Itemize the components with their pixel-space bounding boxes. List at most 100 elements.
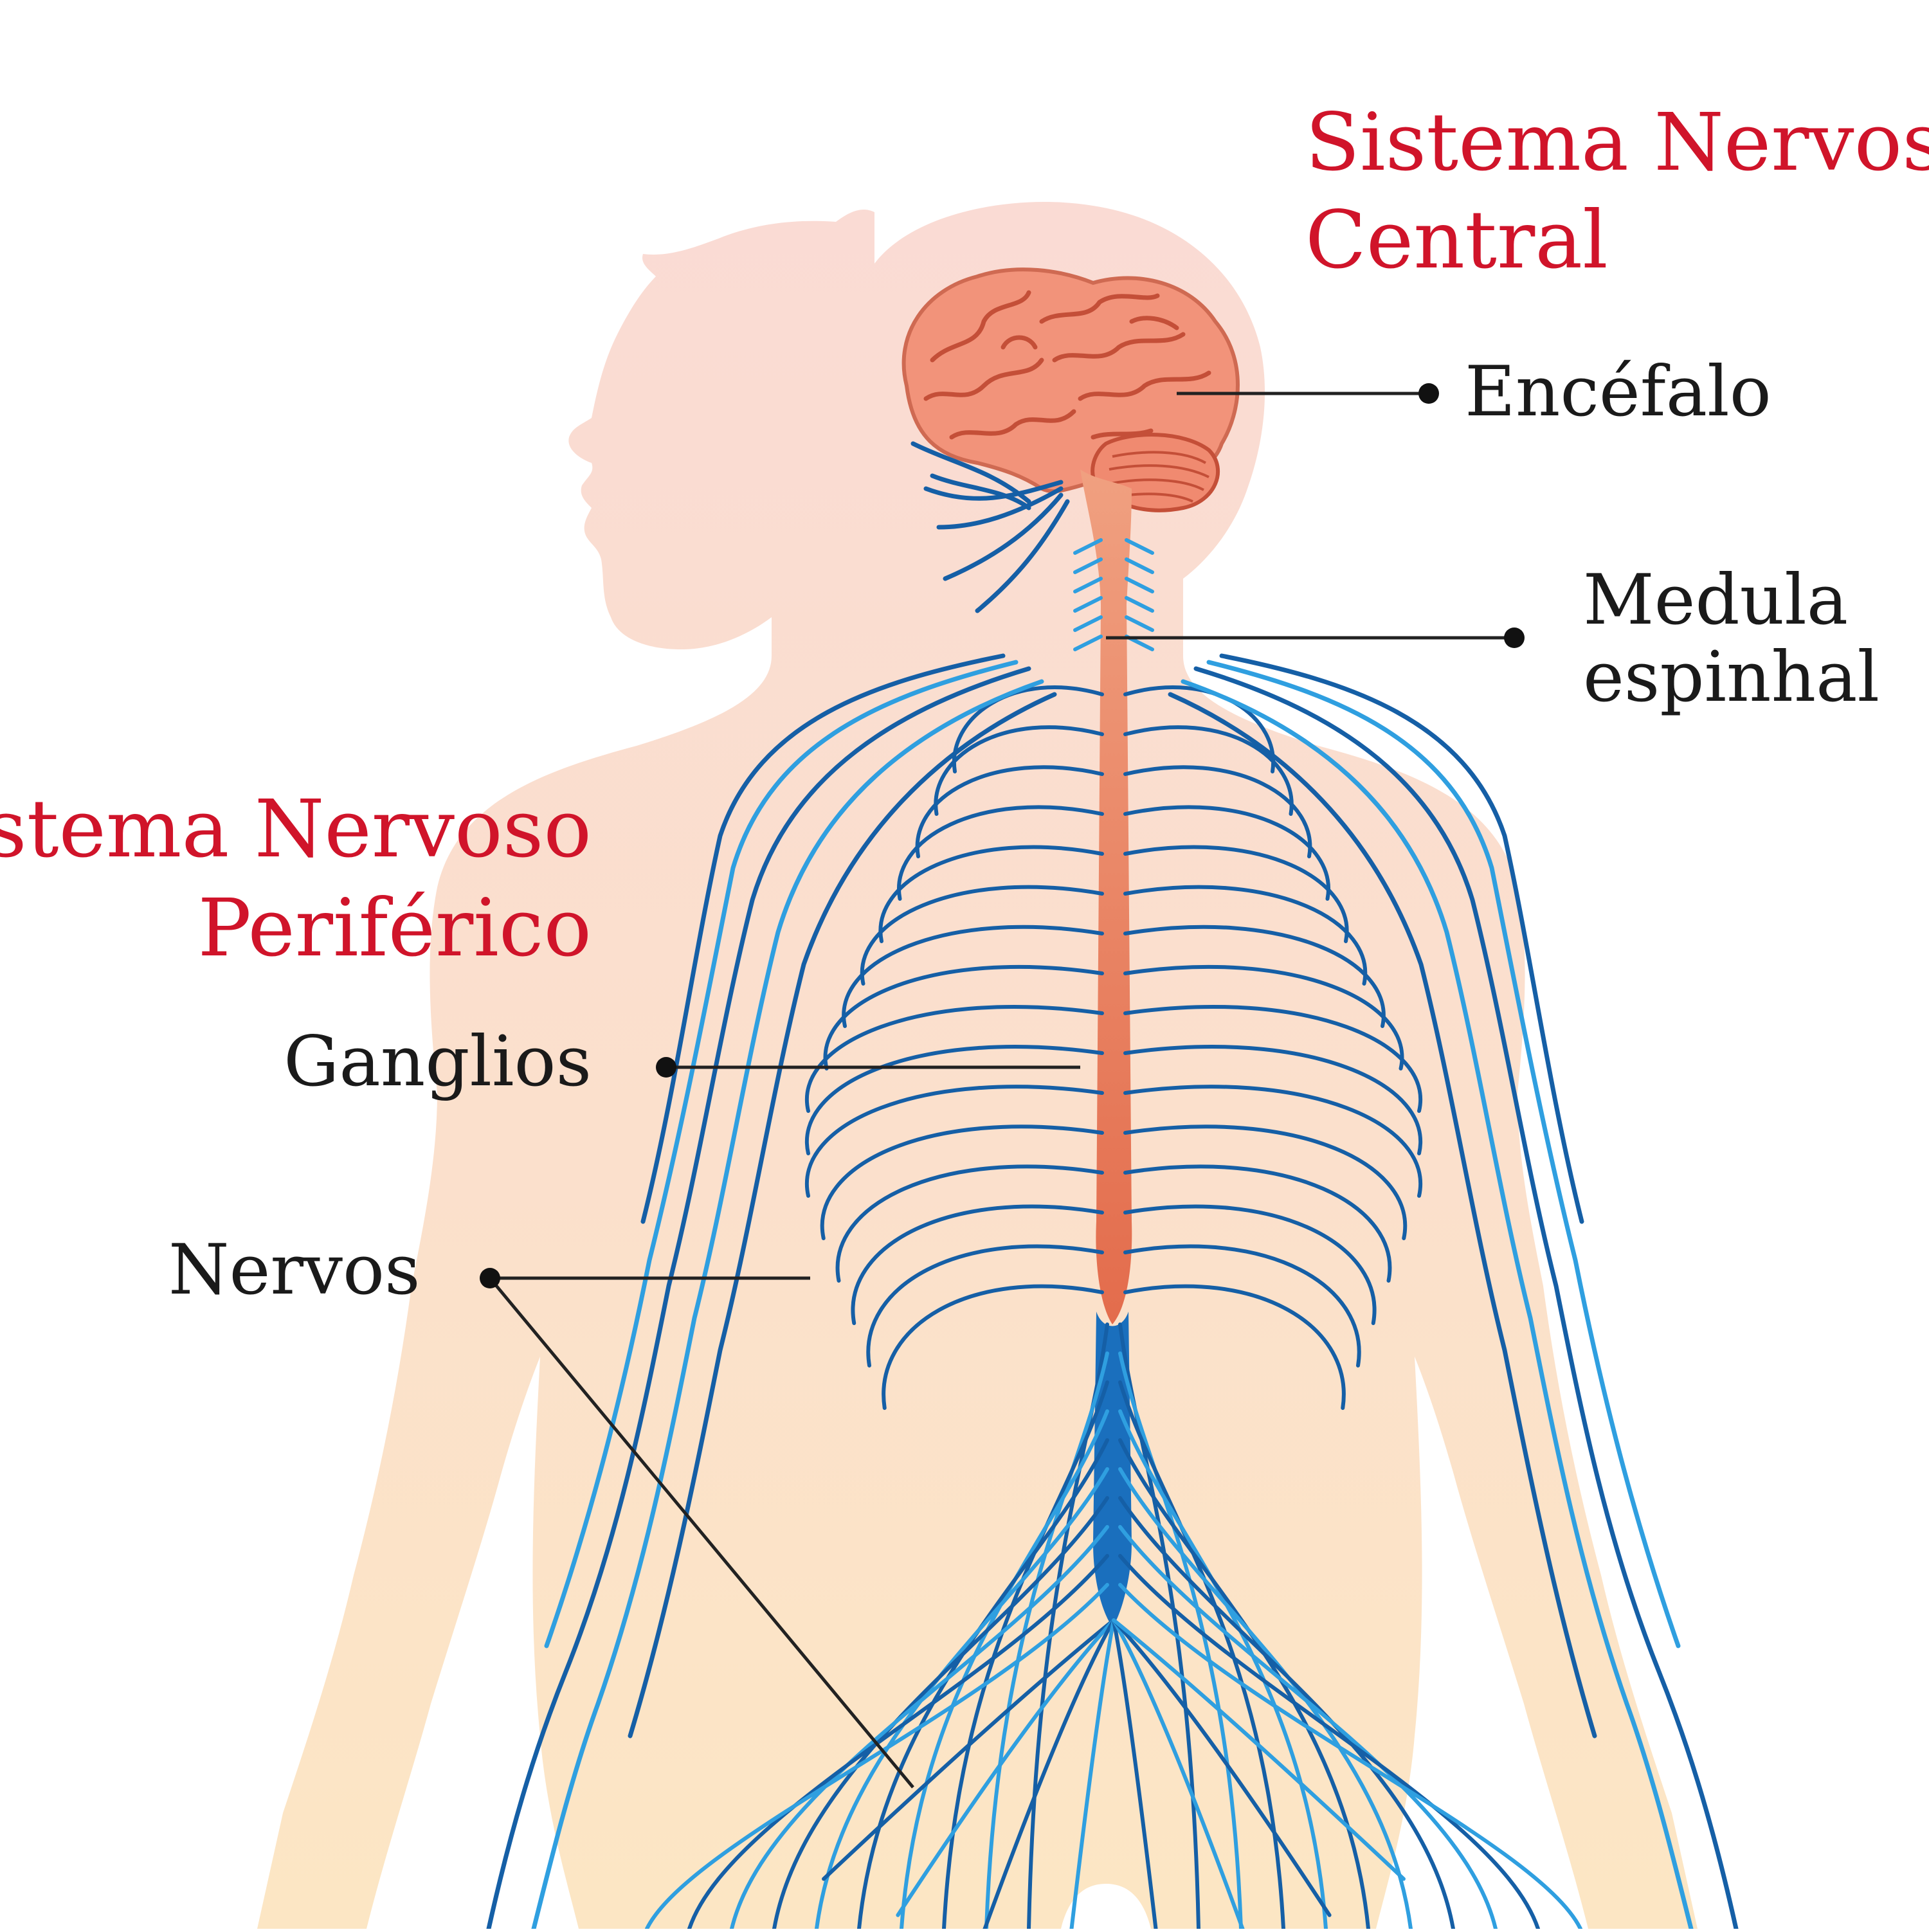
dot-nervos bbox=[480, 1268, 500, 1288]
sacral-nerve bbox=[981, 1618, 1116, 1932]
intercostal-nerve-left bbox=[897, 805, 1104, 901]
body-silhouette bbox=[257, 202, 1698, 1929]
cervical-branch-right bbox=[1125, 538, 1154, 555]
arm-nerve-left bbox=[531, 679, 1044, 1931]
leader-dots bbox=[480, 383, 1525, 1288]
dot-medula bbox=[1504, 627, 1525, 648]
lumbar-nerve-right bbox=[1118, 1409, 1328, 1931]
intercostal-nerve-right bbox=[1123, 1204, 1377, 1325]
cervical-branch-right bbox=[1125, 557, 1154, 574]
arm-nerve-left bbox=[640, 653, 1006, 1224]
sacral-nerve bbox=[822, 1618, 1116, 1881]
label-peripheral-line2: Periférico bbox=[197, 882, 592, 975]
intercostal-nerve-right bbox=[1123, 725, 1294, 816]
sacral-nerve bbox=[1112, 1618, 1406, 1881]
intercostal-nerve-left bbox=[805, 1005, 1104, 1113]
lumbar-nerve-left bbox=[772, 1496, 1109, 1931]
label-nervos: Nervos bbox=[168, 1230, 421, 1310]
intercostal-nerve-left bbox=[842, 925, 1104, 1028]
spinal-cord-icon bbox=[1080, 469, 1132, 1324]
intercostal-nerve-right bbox=[1123, 1085, 1422, 1198]
facial-nerve bbox=[975, 499, 1070, 613]
cervical-branch-left bbox=[1073, 596, 1103, 613]
lumbar-nerve-right bbox=[1118, 1496, 1455, 1931]
cervical-branch-left bbox=[1073, 615, 1103, 632]
arm-nerve-right bbox=[1219, 653, 1584, 1224]
lumbar-nerve-left bbox=[942, 1380, 1109, 1931]
label-medula-line1: Medula bbox=[1583, 560, 1849, 640]
intercostal-nerve-left bbox=[851, 1204, 1104, 1325]
intercostal-nerve-right bbox=[1123, 1005, 1422, 1113]
intercostal-nerve-right bbox=[1123, 1045, 1422, 1155]
intercostal-nerve-left bbox=[823, 964, 1104, 1070]
dot-encefalo bbox=[1418, 383, 1439, 404]
intercostal-nerve-right bbox=[1123, 885, 1368, 986]
label-ganglios: Ganglios bbox=[284, 1022, 592, 1102]
arm-nerve-left bbox=[544, 660, 1019, 1648]
lumbar-nerve-right bbox=[1118, 1525, 1498, 1931]
lumbar-nerve-right bbox=[1118, 1351, 1243, 1931]
facial-nerve bbox=[936, 486, 1064, 530]
sacral-nerve bbox=[1069, 1618, 1116, 1932]
arm-nerve-left bbox=[486, 666, 1031, 1931]
cervical-branch-left bbox=[1073, 635, 1103, 651]
cervical-branch-left bbox=[1073, 557, 1103, 574]
intercostal-nerve-left bbox=[934, 725, 1104, 816]
intercostal-nerve-right bbox=[1123, 1164, 1392, 1283]
lumbar-nerve-right bbox=[1118, 1554, 1540, 1931]
arm-nerve-right bbox=[1168, 692, 1597, 1738]
lumbar-nerve-right bbox=[1118, 1583, 1582, 1931]
intercostal-nerve-right bbox=[1123, 1284, 1346, 1410]
intercostal-nerve-left bbox=[860, 885, 1104, 986]
intercostal-nerve-left bbox=[882, 1284, 1104, 1410]
label-central-line1: Sistema Nervoso bbox=[1305, 96, 1929, 189]
sacral-nerve bbox=[896, 1618, 1116, 1917]
intercostal-nerve-right bbox=[1123, 1124, 1408, 1240]
intercostal-nerve-left bbox=[915, 765, 1104, 858]
facial-nerve bbox=[930, 473, 1031, 510]
dot-ganglios bbox=[656, 1057, 676, 1078]
lumbar-nerve-left bbox=[984, 1351, 1109, 1931]
arm-nerve-right bbox=[1193, 666, 1739, 1931]
lumbar-nerve-left bbox=[857, 1438, 1109, 1931]
intercostal-nerve-right bbox=[1123, 805, 1330, 901]
intercostal-nerve-left bbox=[866, 1244, 1104, 1368]
facial-nerve bbox=[943, 492, 1064, 581]
label-peripheral-line1: Sistema Nervoso bbox=[0, 783, 592, 876]
cervical-branch-right bbox=[1125, 615, 1154, 632]
arm-nerve-right bbox=[1206, 660, 1681, 1648]
intercostal-nerve-left bbox=[835, 1164, 1104, 1283]
intercostal-nerve-left bbox=[878, 845, 1104, 943]
intercostal-nerve-left bbox=[805, 1085, 1104, 1198]
sacral-nerve bbox=[1112, 1618, 1332, 1917]
sacral-nerve bbox=[1112, 1618, 1159, 1932]
intercostal-nerve-right bbox=[1123, 964, 1404, 1070]
facial-nerve bbox=[910, 441, 1031, 504]
intercostal-nerve-left bbox=[820, 1124, 1104, 1240]
label-medula-line2: espinhal bbox=[1583, 637, 1880, 718]
lumbar-nerve-left bbox=[645, 1583, 1109, 1931]
lumbar-nerve-left bbox=[730, 1525, 1109, 1931]
lumbar-nerve-left bbox=[900, 1409, 1109, 1931]
intercostal-nerve-right bbox=[1123, 765, 1312, 858]
cervical-branch-right bbox=[1125, 577, 1154, 593]
cervical-branch-left bbox=[1073, 577, 1103, 593]
arm-nerve-left bbox=[628, 692, 1057, 1738]
leader-nervos-diagonal bbox=[489, 1277, 914, 1789]
cervical-branch-right bbox=[1125, 596, 1154, 613]
lumbar-nerve-right bbox=[1118, 1380, 1285, 1931]
arm-nerve-right bbox=[1181, 679, 1694, 1931]
lumbar-nerve-right bbox=[1118, 1438, 1370, 1931]
label-encefalo: Encéfalo bbox=[1465, 352, 1771, 432]
leader-lines bbox=[489, 392, 1514, 1789]
facial-nerve bbox=[923, 480, 1064, 501]
cervical-branch-left bbox=[1073, 538, 1103, 555]
intercostal-nerve-right bbox=[1123, 925, 1386, 1028]
label-central-line2: Central bbox=[1305, 194, 1608, 287]
lumbar-nerve-left bbox=[687, 1554, 1109, 1931]
intercostal-nerve-right bbox=[1123, 845, 1349, 943]
intercostal-nerve-right bbox=[1123, 1244, 1361, 1368]
peripheral-nerves bbox=[486, 441, 1739, 1932]
